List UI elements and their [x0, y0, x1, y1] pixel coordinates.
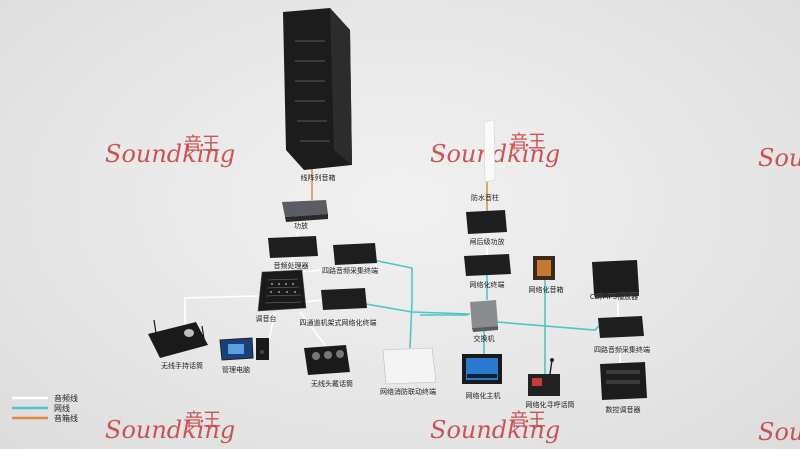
- network-speaker-label: 网络化音箱: [529, 285, 564, 294]
- audio-processor-label: 音频处理器: [274, 261, 309, 270]
- watermark-chinese: 音王: [510, 410, 546, 431]
- audio-processor[interactable]: 音频处理器: [268, 236, 318, 270]
- watermark-brand: Soundking: [430, 416, 560, 444]
- fire-linkage-terminal[interactable]: 网络消防联动终端: [380, 347, 437, 396]
- paging-mic[interactable]: 网络化寻呼话筒: [526, 358, 575, 409]
- digital-mixer-label: 数控调音器: [606, 405, 641, 414]
- admin-pc[interactable]: 管理电脑: [219, 337, 269, 374]
- line-array-speaker[interactable]: 线阵列音箱: [283, 8, 352, 182]
- network-cables: [365, 259, 601, 375]
- watermark-1: Soundking 音王: [105, 134, 235, 168]
- fire-linkage-label: 网络消防联动终端: [380, 387, 436, 396]
- legend-speaker-label: 音箱线: [54, 413, 78, 423]
- legend-audio-label: 音频线: [54, 393, 78, 403]
- wireless-handheld-mic[interactable]: 无线手持话筒: [148, 319, 208, 370]
- watermark-chinese: 音王: [184, 134, 220, 155]
- wireless-handheld-label: 无线手持话筒: [161, 361, 203, 370]
- watermark-brand: Soundking: [105, 416, 235, 444]
- watermark-3: Soundking: [758, 144, 800, 172]
- four-ch-rack-label: 四通道机架式网络化终端: [300, 318, 377, 327]
- mixer-label: 调音台: [256, 314, 277, 323]
- audio-cables: [184, 221, 621, 363]
- four-ch-capture-right-label: 四路音频采集终端: [594, 345, 650, 354]
- line-array-label: 线阵列音箱: [301, 173, 336, 182]
- switch-label: 交换机: [474, 334, 495, 343]
- legend: 音频线 网线 音箱线: [12, 393, 78, 423]
- cd-player-label: CD/MP3播放器: [590, 292, 638, 301]
- wireless-headset-mic[interactable]: 无线头戴话筒: [304, 345, 353, 388]
- speaker-cables: [311, 165, 488, 212]
- waterproof-column[interactable]: 防水音柱: [471, 119, 499, 202]
- rear-amp-label: 闸后级功放: [470, 237, 505, 246]
- mixer[interactable]: 调音台: [256, 269, 307, 323]
- watermark-brand: Soundking: [758, 418, 800, 446]
- watermark-chinese: 音王: [510, 132, 546, 153]
- watermark-brand: Soundking: [430, 140, 560, 168]
- network-speaker[interactable]: 网络化音箱: [529, 256, 564, 294]
- admin-pc-label: 管理电脑: [222, 365, 250, 374]
- legend-network-label: 网线: [54, 403, 70, 413]
- four-ch-capture-label: 四路音频采集终端: [322, 266, 378, 275]
- wireless-headset-label: 无线头戴话筒: [311, 379, 353, 388]
- network-host-label: 网络化主机: [466, 391, 501, 400]
- network-switch[interactable]: 交换机: [470, 300, 498, 343]
- watermark-chinese: 音王: [185, 410, 221, 431]
- watermark-brand: Soundking: [105, 140, 235, 168]
- four-ch-rack-terminal[interactable]: 四通道机架式网络化终端: [300, 288, 377, 327]
- watermark-2: Soundking 音王: [430, 132, 560, 168]
- amplifier[interactable]: 功放: [282, 200, 328, 230]
- watermark-5: Soundking 音王: [430, 410, 560, 444]
- rear-amplifier[interactable]: 闸后级功放: [466, 210, 507, 246]
- network-host[interactable]: 网络化主机: [462, 354, 502, 400]
- watermark-brand: Soundking: [758, 144, 800, 172]
- cd-player[interactable]: CD/MP3播放器: [590, 260, 639, 301]
- paging-mic-label: 网络化寻呼话筒: [526, 400, 575, 409]
- network-terminal-label: 网络化终端: [470, 280, 505, 289]
- amplifier-label: 功放: [294, 221, 308, 230]
- digital-mixer[interactable]: 数控调音器: [600, 362, 647, 414]
- watermark-6: Soundking: [758, 418, 800, 446]
- waterproof-column-label: 防水音柱: [471, 193, 499, 202]
- network-terminal[interactable]: 网络化终端: [464, 254, 511, 289]
- four-ch-capture-terminal[interactable]: 四路音频采集终端: [322, 243, 378, 275]
- four-ch-capture-terminal-right[interactable]: 四路音频采集终端: [594, 316, 650, 354]
- watermark-4: Soundking 音王: [105, 410, 235, 444]
